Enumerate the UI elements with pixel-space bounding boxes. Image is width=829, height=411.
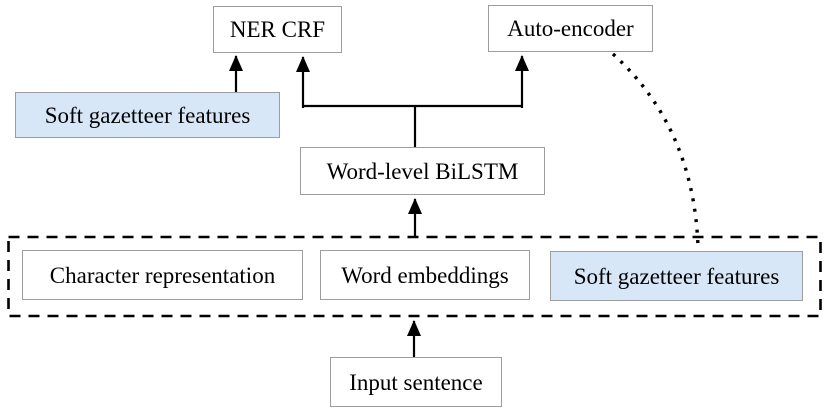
node-character-representation: Character representation	[22, 250, 303, 300]
node-word-embeddings-label: Word embeddings	[341, 262, 509, 288]
node-auto-encoder-label: Auto-encoder	[507, 16, 634, 41]
node-ner-crf: NER CRF	[213, 6, 342, 53]
node-ner-crf-label: NER CRF	[229, 17, 326, 42]
node-character-representation-label: Character representation	[49, 262, 276, 288]
node-input-sentence-label: Input sentence	[349, 369, 483, 395]
node-word-bilstm-label: Word-level BiLSTM	[326, 158, 519, 184]
edge-autoencoder-to-gazetteer	[611, 52, 700, 248]
node-soft-gazetteer-bottom-label: Soft gazetteer features	[573, 263, 780, 289]
node-word-embeddings: Word embeddings	[320, 250, 530, 300]
edge-bilstm-fork-branch	[302, 104, 523, 148]
node-word-level-bilstm: Word-level BiLSTM	[300, 147, 545, 195]
node-input-sentence: Input sentence	[330, 357, 502, 407]
node-soft-gazetteer-features-top: Soft gazetteer features	[15, 92, 280, 138]
node-soft-gazetteer-features-bottom: Soft gazetteer features	[550, 251, 803, 301]
node-auto-encoder: Auto-encoder	[488, 5, 653, 52]
node-soft-gazetteer-top-label: Soft gazetteer features	[44, 102, 251, 128]
